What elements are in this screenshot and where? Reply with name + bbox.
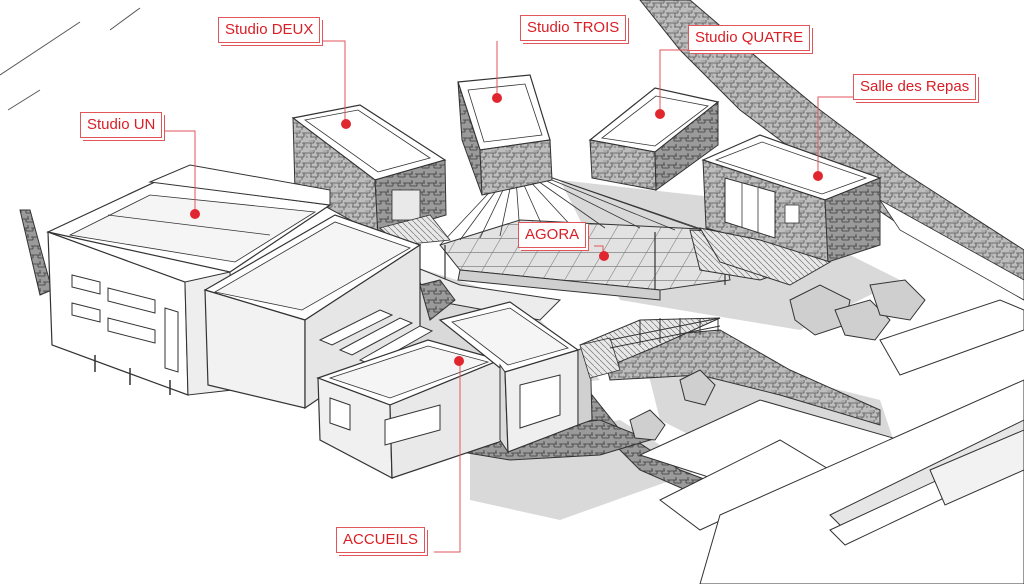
label-salle-des-repas: Salle des Repas: [853, 74, 977, 100]
pergola-beams: [318, 309, 434, 366]
marker-dot-studio-quatre: [655, 109, 665, 119]
marker-dot-agora: [599, 251, 609, 261]
studio-trois-building: [457, 74, 553, 196]
label-accueils: ACCUEILS: [336, 527, 426, 553]
label-studio-trois: Studio TROIS: [520, 15, 627, 41]
label-agora: AGORA: [518, 222, 587, 248]
studio-un-building: [46, 164, 456, 410]
retaining-wall-south: [449, 329, 881, 506]
marker-dot-accueils: [454, 356, 464, 366]
label-studio-un: Studio UN: [80, 112, 163, 138]
boulders: [629, 279, 926, 441]
label-studio-quatre: Studio QUATRE: [688, 25, 811, 51]
label-studio-deux: Studio DEUX: [218, 17, 321, 43]
fence-rail: [609, 317, 721, 349]
marker-dots: [190, 93, 823, 366]
accueils-building: [316, 301, 621, 480]
marker-dot-studio-deux: [341, 119, 351, 129]
marker-dot-studio-un: [190, 209, 200, 219]
salle-des-repas-building: [699, 134, 882, 286]
marker-dot-studio-trois: [492, 93, 502, 103]
marker-dot-salle-des-repas: [813, 171, 823, 181]
parking-strips: [638, 299, 1024, 584]
left-stone-pier: [19, 209, 53, 296]
studio-deux-building: [291, 104, 451, 246]
construction-lines: [0, 7, 141, 111]
studio-quatre-building: [588, 87, 720, 191]
